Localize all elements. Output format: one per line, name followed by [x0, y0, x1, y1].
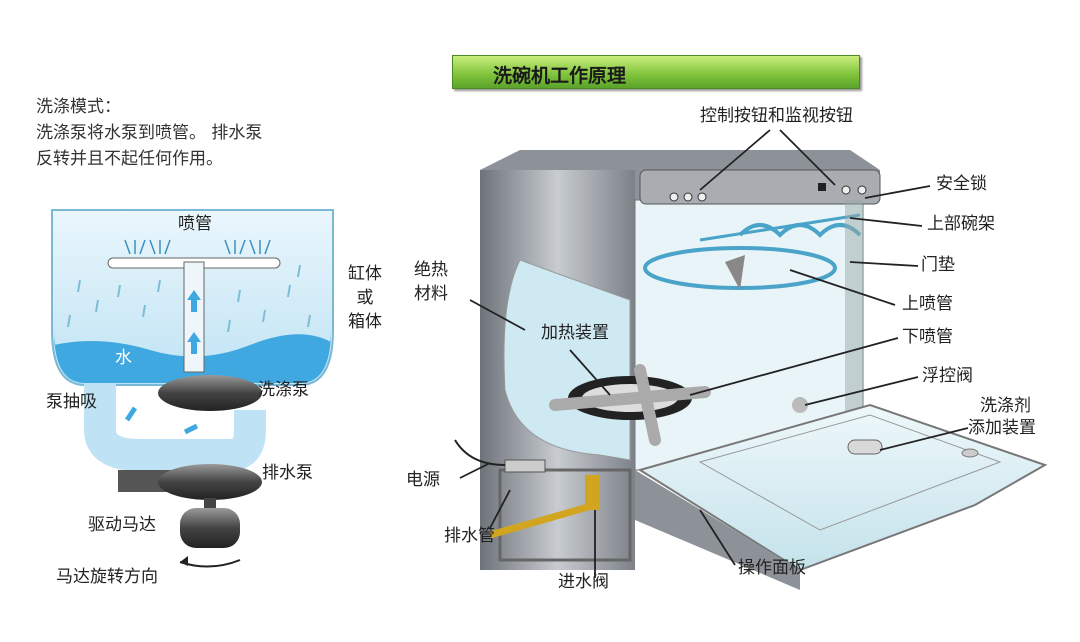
label-lower-spray: 下喷管	[902, 327, 953, 347]
description-line-2: 反转并且不起任何作用。	[36, 149, 223, 169]
label-controls: 控制按钮和监视按钮	[700, 106, 853, 126]
label-insulation-2: 材料	[414, 284, 448, 304]
label-power: 电源	[406, 470, 440, 490]
wash-tank	[51, 209, 334, 568]
label-water: 水	[115, 348, 132, 368]
label-inlet-valve: 进水阀	[558, 572, 609, 592]
label-spray-pipe: 喷管	[178, 214, 212, 234]
drain-pump	[158, 464, 262, 500]
label-insulation: 绝热 材料	[414, 258, 448, 306]
label-detergent-1: 洗涤剂	[980, 396, 1031, 416]
label-control-panel: 操作面板	[738, 558, 806, 578]
label-tank-3: 箱体	[348, 312, 382, 332]
label-upper-spray: 上喷管	[902, 294, 953, 314]
label-drain-pump: 排水泵	[262, 463, 313, 483]
label-drive-motor: 驱动马达	[88, 515, 156, 535]
label-tank-2: 或	[356, 288, 374, 308]
label-float-valve: 浮控阀	[922, 366, 973, 386]
title-banner: 洗碗机工作原理	[452, 55, 860, 89]
page-title: 洗碗机工作原理	[493, 65, 627, 87]
label-insulation-1: 绝热	[414, 260, 448, 280]
label-wash-pump: 洗涤泵	[258, 380, 309, 400]
label-safety-lock: 安全锁	[936, 174, 987, 194]
label-motor-direction: 马达旋转方向	[56, 567, 158, 587]
label-upper-rack: 上部碗架	[927, 214, 995, 234]
label-heater: 加热装置	[541, 323, 609, 343]
leader-lines	[459, 129, 969, 578]
wash-mode-description: 洗涤模式： 洗涤泵将水泵到喷管。 排水泵 反转并且不起任何作用。	[36, 94, 262, 172]
label-door-seal: 门垫	[921, 255, 955, 275]
label-detergent-2: 添加装置	[968, 418, 1036, 438]
label-tank: 缸体 或 箱体	[348, 262, 382, 334]
description-heading: 洗涤模式：	[36, 97, 121, 117]
description-line-1: 洗涤泵将水泵到喷管。 排水泵	[36, 123, 263, 143]
label-pump-suction: 泵抽吸	[46, 392, 97, 412]
label-tank-1: 缸体	[348, 264, 382, 284]
wash-pump	[158, 375, 262, 411]
label-drain-hose: 排水管	[444, 526, 495, 546]
drive-motor	[180, 508, 240, 548]
dishwasher-illustration	[454, 150, 1048, 590]
